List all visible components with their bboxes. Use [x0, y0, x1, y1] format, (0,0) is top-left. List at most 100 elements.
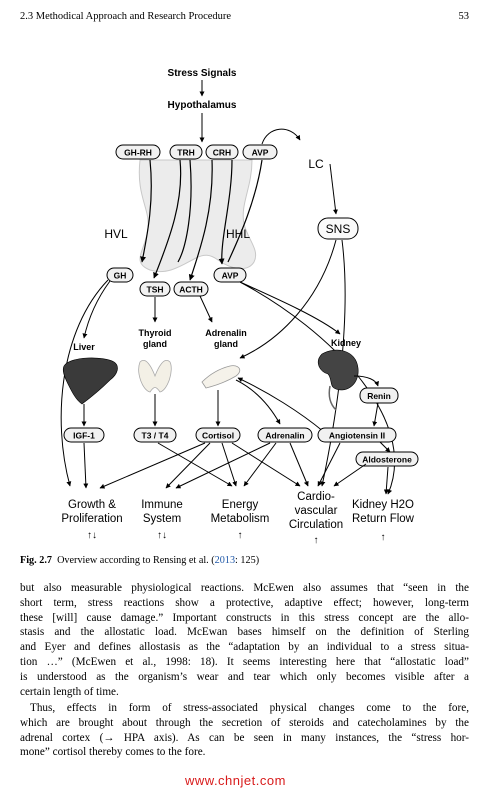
label-cortisol: Cortisol [202, 431, 234, 441]
label-energy-2: Metabolism [211, 513, 270, 525]
label-kidney: Kidney [331, 338, 361, 348]
arrow-gh-growth [60, 279, 109, 487]
label-stress-signals: Stress Signals [168, 68, 237, 79]
label-adrenalin-gland-2: gland [214, 339, 238, 349]
text-line: but also measurable physiological reacti… [20, 582, 469, 594]
label-immune-arrows: ↑↓ [157, 530, 167, 541]
label-tsh: TSH [147, 285, 164, 295]
stress-overview-figure: Stress Signals Hypothalamus GH-RH TRH CR… [60, 68, 419, 546]
watermark-text: www.chnjet.com [185, 773, 286, 788]
adrenal-gland-image [201, 365, 241, 389]
label-gh: GH [114, 271, 127, 281]
running-header: 2.3 Methodical Approach and Research Pro… [20, 11, 469, 25]
kidney-image [317, 349, 359, 391]
arrow-avp-kidney [239, 281, 341, 335]
text-line: stasis and the allostatic load. McEwan b… [20, 626, 469, 639]
label-kidney-out-1: Kidney H2O [352, 499, 414, 511]
text-line: is understood as the organism’s wear and… [20, 670, 469, 683]
label-cardio-arrow: ↑ [314, 535, 319, 546]
text-line: these [will] cause damage.” Important co… [20, 611, 469, 624]
label-lc: LC [308, 157, 324, 171]
label-adrenalin: Adrenalin [265, 431, 304, 441]
stalk-line-1 [140, 159, 152, 263]
text-line: which are brought about through the secr… [20, 716, 469, 729]
label-crh: CRH [213, 148, 231, 158]
label-immune-1: Immune [141, 499, 183, 511]
liver-image [62, 357, 118, 405]
arrow-cortisol-energy [221, 442, 237, 487]
label-growth-2: Proliferation [61, 513, 122, 525]
label-t3t4: T3 / T4 [142, 431, 169, 441]
section-title: 2.3 Methodical Approach and Research Pro… [20, 11, 232, 22]
arrow-lc-sns [329, 163, 338, 215]
pill-aldosterone: Aldosterone [355, 451, 419, 467]
label-growth-1: Growth & [68, 499, 116, 511]
label-trh: TRH [177, 148, 194, 158]
caption-citation-link[interactable]: 2013 [214, 555, 236, 566]
label-renin: Renin [367, 391, 391, 401]
pill-crh: CRH [205, 144, 239, 160]
label-hypothalamus: Hypothalamus [168, 100, 237, 111]
page-number: 53 [458, 11, 470, 22]
pill-angiotensin: Angiotensin II [317, 427, 397, 443]
arrow-sns-adrenal [239, 239, 337, 359]
pill-trh: TRH [169, 144, 203, 160]
label-kidney-out-2: Return Flow [352, 513, 415, 525]
pill-renin: Renin [359, 387, 399, 404]
label-acth: ACTH [179, 285, 203, 295]
label-cardio-1: Cardio- [297, 491, 335, 503]
label-adrenalin-gland-1: Adrenalin [205, 328, 247, 338]
stalk-line-6 [227, 159, 263, 263]
label-sns: SNS [326, 222, 351, 236]
pill-avp-top: AVP [242, 144, 278, 160]
ureter-line [328, 385, 337, 411]
body-paragraph-1: but also measurable physiological reacti… [20, 581, 469, 699]
label-cardio-3: Circulation [289, 519, 343, 531]
pill-cortisol: Cortisol [195, 427, 241, 443]
pill-igf1: IGF-1 [63, 427, 105, 443]
arrow-adrenal-adrenalin [235, 379, 281, 425]
arrow-angiotensin-adrenal [237, 377, 325, 433]
text-line: mone” cortisol thereby comes to the fore… [20, 746, 206, 759]
label-cardio-2: vascular [295, 505, 338, 517]
stalk-line-2 [153, 159, 182, 279]
text-line: short term, stress reactions show a prot… [20, 596, 469, 609]
label-avp-mid: AVP [222, 271, 239, 281]
arrow-adrenalin-cardio [289, 442, 309, 487]
pill-adrenalin: Adrenalin [257, 427, 313, 443]
pill-gh-rh: GH-RH [115, 144, 161, 160]
arrow-aldosterone-kidney [383, 466, 389, 495]
pill-t3t4: T3 / T4 [133, 427, 177, 443]
label-angiotensin: Angiotensin II [329, 431, 385, 441]
pill-gh: GH [106, 267, 134, 283]
pill-tsh: TSH [139, 281, 171, 297]
thyroid-image [138, 360, 172, 393]
label-gh-rh: GH-RH [124, 148, 152, 158]
caption-tail: : 125) [235, 555, 260, 566]
label-kidney-out-arrow: ↑ [381, 532, 386, 543]
pill-avp-mid: AVP [213, 267, 247, 283]
arrow-acth-adrenal [199, 295, 213, 323]
label-energy-arrow: ↑ [238, 530, 243, 541]
label-immune-2: System [143, 513, 181, 525]
caption-text: Overview according to Rensing et al. ( [57, 555, 215, 566]
arrow-t3t4-energy [157, 442, 233, 487]
label-growth-arrows: ↑↓ [87, 530, 97, 541]
figure-caption: Fig. 2.7 Overview according to Rensing e… [20, 555, 259, 566]
body-paragraph-2: Thus, effects in form of stress-associat… [20, 701, 469, 760]
label-thyroid-2: gland [143, 339, 167, 349]
label-igf1: IGF-1 [73, 431, 95, 441]
arrow-cortisol-cardio [231, 442, 301, 487]
stalk-line-4 [188, 159, 213, 281]
arrow-angiotensin-cardio [317, 442, 341, 487]
label-hvl: HVL [104, 227, 128, 241]
arrow-avp-lc [261, 128, 301, 145]
pill-acth: ACTH [173, 281, 209, 297]
caption-label: Fig. 2.7 [20, 555, 52, 566]
arrow-cortisol-growth [99, 442, 206, 489]
label-hhl: HHL [226, 227, 250, 241]
label-liver: Liver [73, 342, 95, 352]
arrow-adrenalin-energy [243, 442, 277, 487]
label-thyroid-1: Thyroid [139, 328, 172, 338]
text-line: Thus, effects in form of stress-associat… [30, 702, 469, 714]
